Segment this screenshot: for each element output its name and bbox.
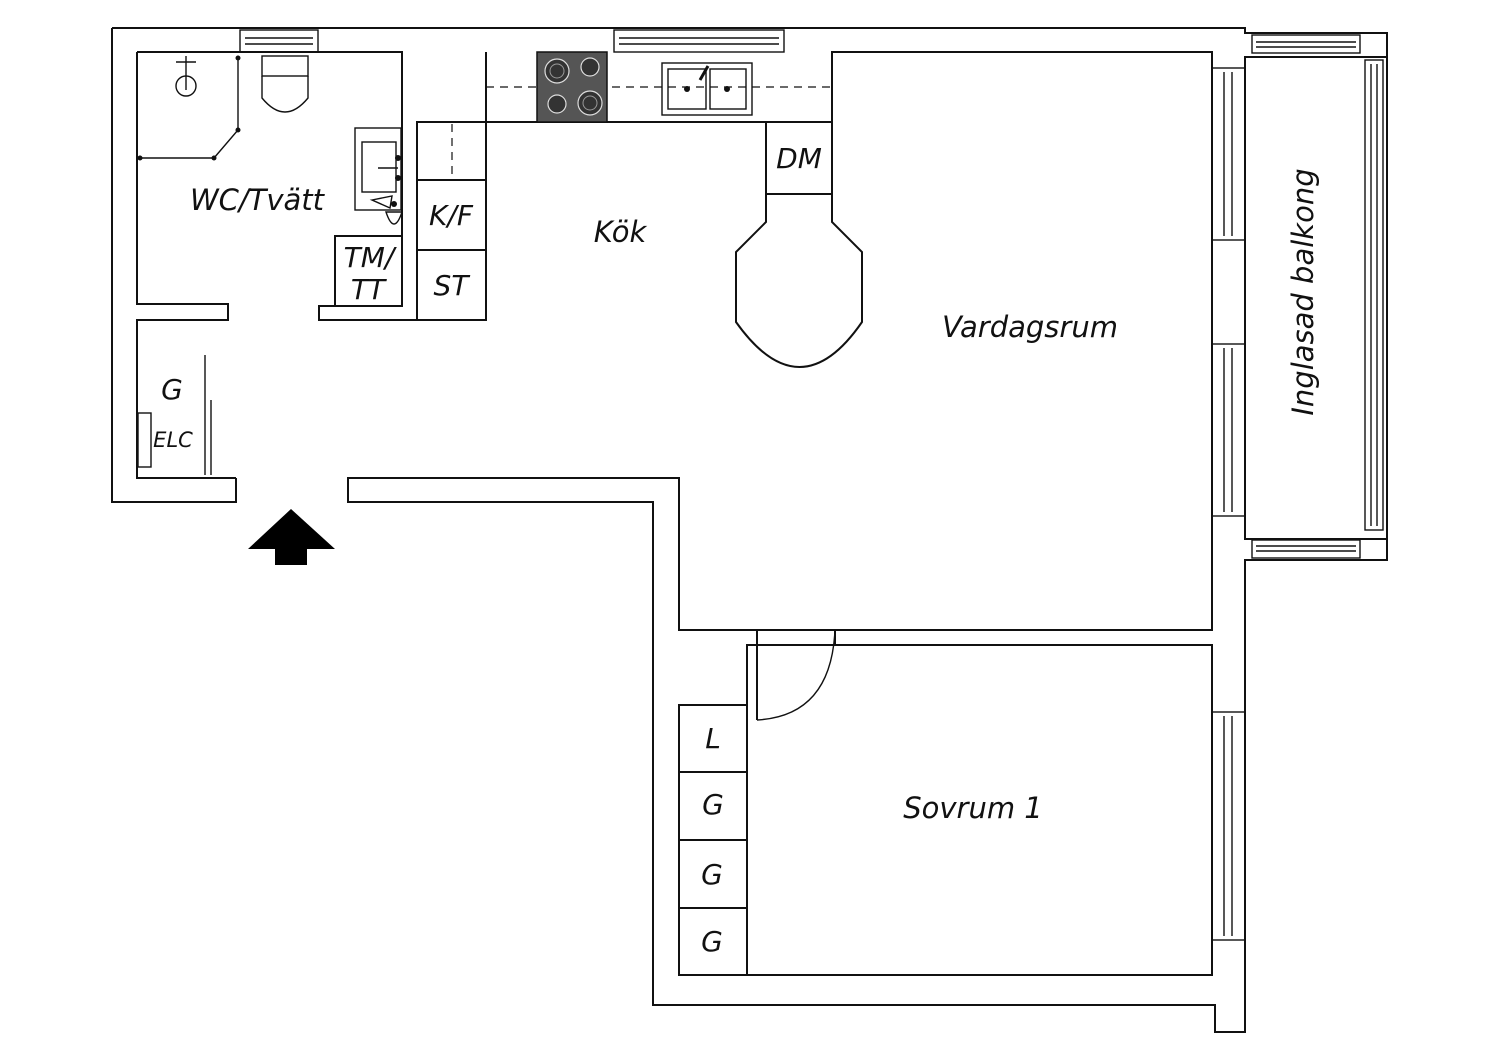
hall-storage bbox=[137, 355, 836, 976]
label-hall-wardrobe: G bbox=[161, 373, 183, 406]
label-wardrobe: G bbox=[702, 788, 724, 821]
label-washer: TM/ bbox=[344, 241, 397, 274]
label-dryer: TT bbox=[351, 273, 387, 306]
label-storage: ST bbox=[434, 269, 471, 302]
room-label-kitchen: Kök bbox=[594, 215, 648, 249]
label-wardrobe: G bbox=[701, 858, 723, 891]
windows bbox=[239, 29, 1384, 941]
room-label-living: Vardagsrum bbox=[942, 310, 1118, 344]
label-dishwasher: DM bbox=[776, 142, 822, 175]
room-label-bedroom: Sovrum 1 bbox=[903, 791, 1043, 825]
label-fridge-freezer: K/F bbox=[429, 199, 474, 232]
kitchen-fixtures bbox=[416, 51, 863, 368]
label-linen: L bbox=[705, 722, 721, 755]
bathroom-fixtures bbox=[137, 55, 417, 321]
room-label-wc: WC/Tvätt bbox=[190, 183, 326, 217]
label-electric-cabinet: ELC bbox=[153, 428, 193, 452]
room-label-balcony: Inglasad balkong bbox=[1286, 168, 1320, 415]
entrance-arrow-icon bbox=[248, 509, 335, 565]
label-wardrobe: G bbox=[701, 925, 723, 958]
